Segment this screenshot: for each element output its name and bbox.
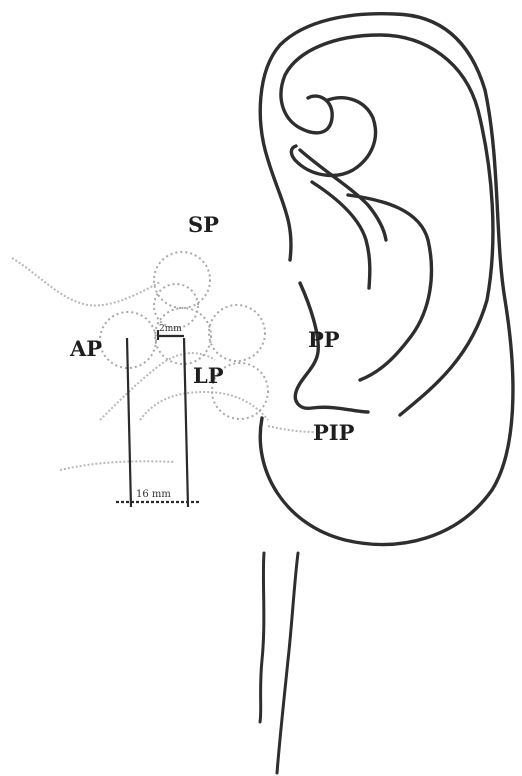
right-circle (209, 305, 265, 361)
pip-pointer-line (268, 426, 315, 432)
lp-label: LP (193, 365, 224, 386)
neck-outline (260, 553, 298, 773)
large-dimension-label: 16 mm (136, 490, 171, 500)
facial-contour-lines (12, 258, 315, 470)
ear-antihelix-branch (300, 150, 386, 240)
sp-circle (154, 252, 210, 308)
cheek-contour-line (140, 392, 268, 420)
pp-label: PP (308, 329, 340, 350)
ear-outline (260, 14, 513, 545)
pip-label: PIP (313, 422, 354, 443)
neck-right-line (277, 553, 298, 773)
neck-left-line (260, 553, 264, 722)
ear-antihelix-curve (291, 98, 375, 176)
measurement-lines (116, 330, 200, 507)
upper-mid-circle (154, 284, 198, 328)
ear-helix-outer (260, 14, 513, 545)
ap-label: AP (70, 338, 102, 359)
upper-contour-line (12, 258, 160, 305)
ear-helix-inner (281, 35, 493, 415)
small-dimension-label: 2mm (159, 325, 182, 334)
ear-concha-wall (348, 195, 431, 380)
sp-label: SP (188, 214, 219, 235)
jaw-contour-line (60, 461, 175, 470)
left-vertical-line (127, 338, 131, 507)
